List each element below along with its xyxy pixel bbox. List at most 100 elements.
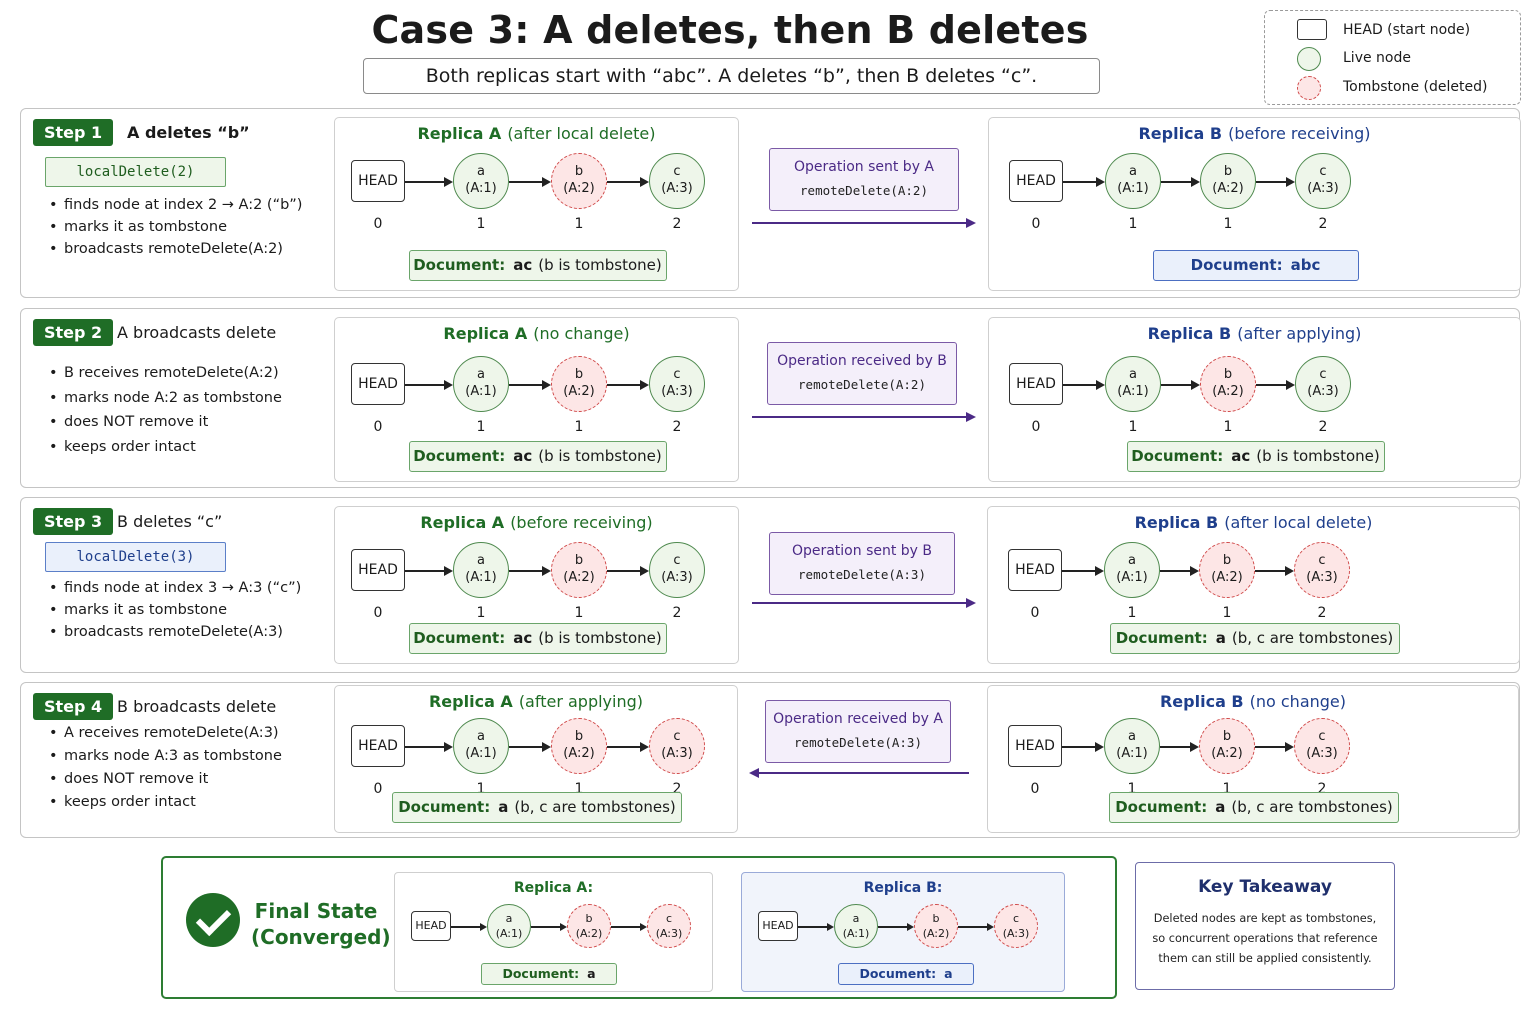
live-node: a(A:1) <box>453 718 509 774</box>
replica-name: Replica B <box>1134 513 1219 532</box>
step-row-3: Step 3B deletes “c”localDelete(3)finds n… <box>20 497 1520 673</box>
tombstone-node: b(A:2) <box>551 542 607 598</box>
node-char: c <box>673 164 681 179</box>
node-char: a <box>477 553 485 568</box>
tombstone-node: b(A:2) <box>551 718 607 774</box>
node-id: (A:3) <box>1307 181 1339 196</box>
document-value: ac <box>513 447 533 465</box>
legend-item-head: HEAD (start node) <box>1265 19 1520 43</box>
step-row-1: Step 1A deletes “b”localDelete(2)finds n… <box>20 108 1521 298</box>
node-char: a <box>1129 164 1137 179</box>
index-label: 2 <box>1317 781 1327 797</box>
replica-subtitle: (before receiving) <box>1228 124 1371 143</box>
live-node: a(A:1) <box>453 356 509 412</box>
step-badge: Step 3 <box>33 508 114 535</box>
live-node: c (A:3) <box>1295 153 1351 209</box>
node-id: (A:2) <box>1212 181 1244 196</box>
index-label: 2 <box>1317 605 1327 621</box>
head-node: HEAD <box>1009 160 1063 202</box>
document-label: Document: <box>859 966 937 981</box>
replica-title: Replica A(after applying) <box>335 692 737 711</box>
step-bullets: B receives remoteDelete(A:2)marks node A… <box>49 365 282 463</box>
live-node: b (A:2) <box>1200 153 1256 209</box>
tombstone-node: b(A:2) <box>1200 356 1256 412</box>
link-arrow-icon <box>607 742 649 751</box>
tombstone-node: c(A:3) <box>649 718 705 774</box>
link-arrow-icon <box>509 742 551 751</box>
document-label: Document: <box>502 966 580 981</box>
document-label: Document: <box>413 447 506 465</box>
bullet-item: keeps order intact <box>49 794 282 810</box>
node-char: c <box>673 367 681 382</box>
index-label: 1 <box>574 605 584 621</box>
replica-name: Replica B <box>1147 324 1232 343</box>
tombstone-node: c(A:3) <box>1294 718 1350 774</box>
node-id: (A:1) <box>465 384 497 399</box>
replica-subtitle: (before receiving) <box>510 513 653 532</box>
live-node: c(A:3) <box>649 153 705 209</box>
live-node: c(A:3) <box>1295 356 1351 412</box>
tombstone-node: b(A:2) <box>551 356 607 412</box>
node-char: c <box>1012 912 1020 925</box>
legend-label: Live node <box>1343 50 1411 66</box>
node-char: c <box>1319 164 1327 179</box>
link-arrow-icon <box>1063 380 1105 389</box>
step-bullets: finds node at index 3 → A:3 (“c”)marks i… <box>49 580 301 646</box>
node-char: a <box>477 164 485 179</box>
document-state: Document:abc <box>1152 250 1359 281</box>
operation-title: Operation received by A <box>773 711 943 727</box>
document-value: ac <box>513 256 533 274</box>
takeaway-title: Key Takeaway <box>1198 877 1332 897</box>
link-arrow-icon <box>405 380 453 389</box>
document-value: a <box>498 798 509 816</box>
head-swatch-icon <box>1297 19 1327 40</box>
node-id: (A:3) <box>661 570 693 585</box>
document-state: Document:ac(b is tombstone) <box>408 441 667 472</box>
link-arrow-icon <box>607 566 649 575</box>
key-takeaway: Key Takeaway Deleted nodes are kept as t… <box>1135 862 1395 990</box>
replica-title: Replica A (before receiving) <box>335 513 738 532</box>
bullet-item: marks it as tombstone <box>49 602 301 618</box>
replica-name: Replica A <box>420 513 505 532</box>
link-arrow-icon <box>611 923 647 930</box>
replica-title: Replica A (no change) <box>335 324 738 343</box>
document-label: Document: <box>1115 798 1208 816</box>
node-char: b <box>932 912 940 925</box>
operation-title: Operation sent by A <box>793 159 935 175</box>
index-label: 1 <box>476 605 486 621</box>
document-state: Document:ac(b is tombstone) <box>1126 441 1385 472</box>
replica-subtitle: (no change) <box>533 324 630 343</box>
node-id: (A:3) <box>1306 570 1338 585</box>
index-label: 1 <box>574 781 584 797</box>
step-badge: Step 1 <box>33 119 114 146</box>
document-state: Document:a(b, c are tombstones) <box>1109 792 1399 823</box>
index-label: 0 <box>1030 781 1040 797</box>
step-row-2: Step 2A broadcasts deleteB receives remo… <box>20 308 1521 488</box>
index-label: 2 <box>672 419 682 435</box>
live-node: a(A:1) <box>453 542 509 598</box>
head-node: HEAD <box>351 160 405 202</box>
node-char: b <box>574 367 584 382</box>
replica-title: Replica B(no change) <box>988 692 1518 711</box>
node-char: b <box>1223 164 1233 179</box>
bullet-item: broadcasts remoteDelete(A:3) <box>49 624 301 640</box>
replica-name: Replica A <box>417 124 502 143</box>
node-id: (A:1) <box>465 746 497 761</box>
document-state: Document:a(b, c are tombstones) <box>392 792 682 823</box>
replica-name: Replica B <box>1138 124 1223 143</box>
replica-subtitle: (after applying) <box>518 692 644 711</box>
replica-name: Replica A <box>443 324 528 343</box>
live-node: a(A:1) <box>1105 356 1161 412</box>
link-arrow-icon <box>1256 380 1295 389</box>
link-arrow-icon <box>1255 566 1294 575</box>
link-arrow-icon <box>607 380 649 389</box>
live-node: a(A:1) <box>1105 153 1161 209</box>
arrow-right-icon <box>752 597 976 607</box>
live-node: c(A:3) <box>649 356 705 412</box>
node-char: b <box>574 553 584 568</box>
bullet-item: B receives remoteDelete(A:2) <box>49 365 282 381</box>
document-value: a <box>1215 629 1226 647</box>
legend-item-live: Live node <box>1265 47 1520 71</box>
tombstone-node: b(A:2) <box>567 904 611 948</box>
